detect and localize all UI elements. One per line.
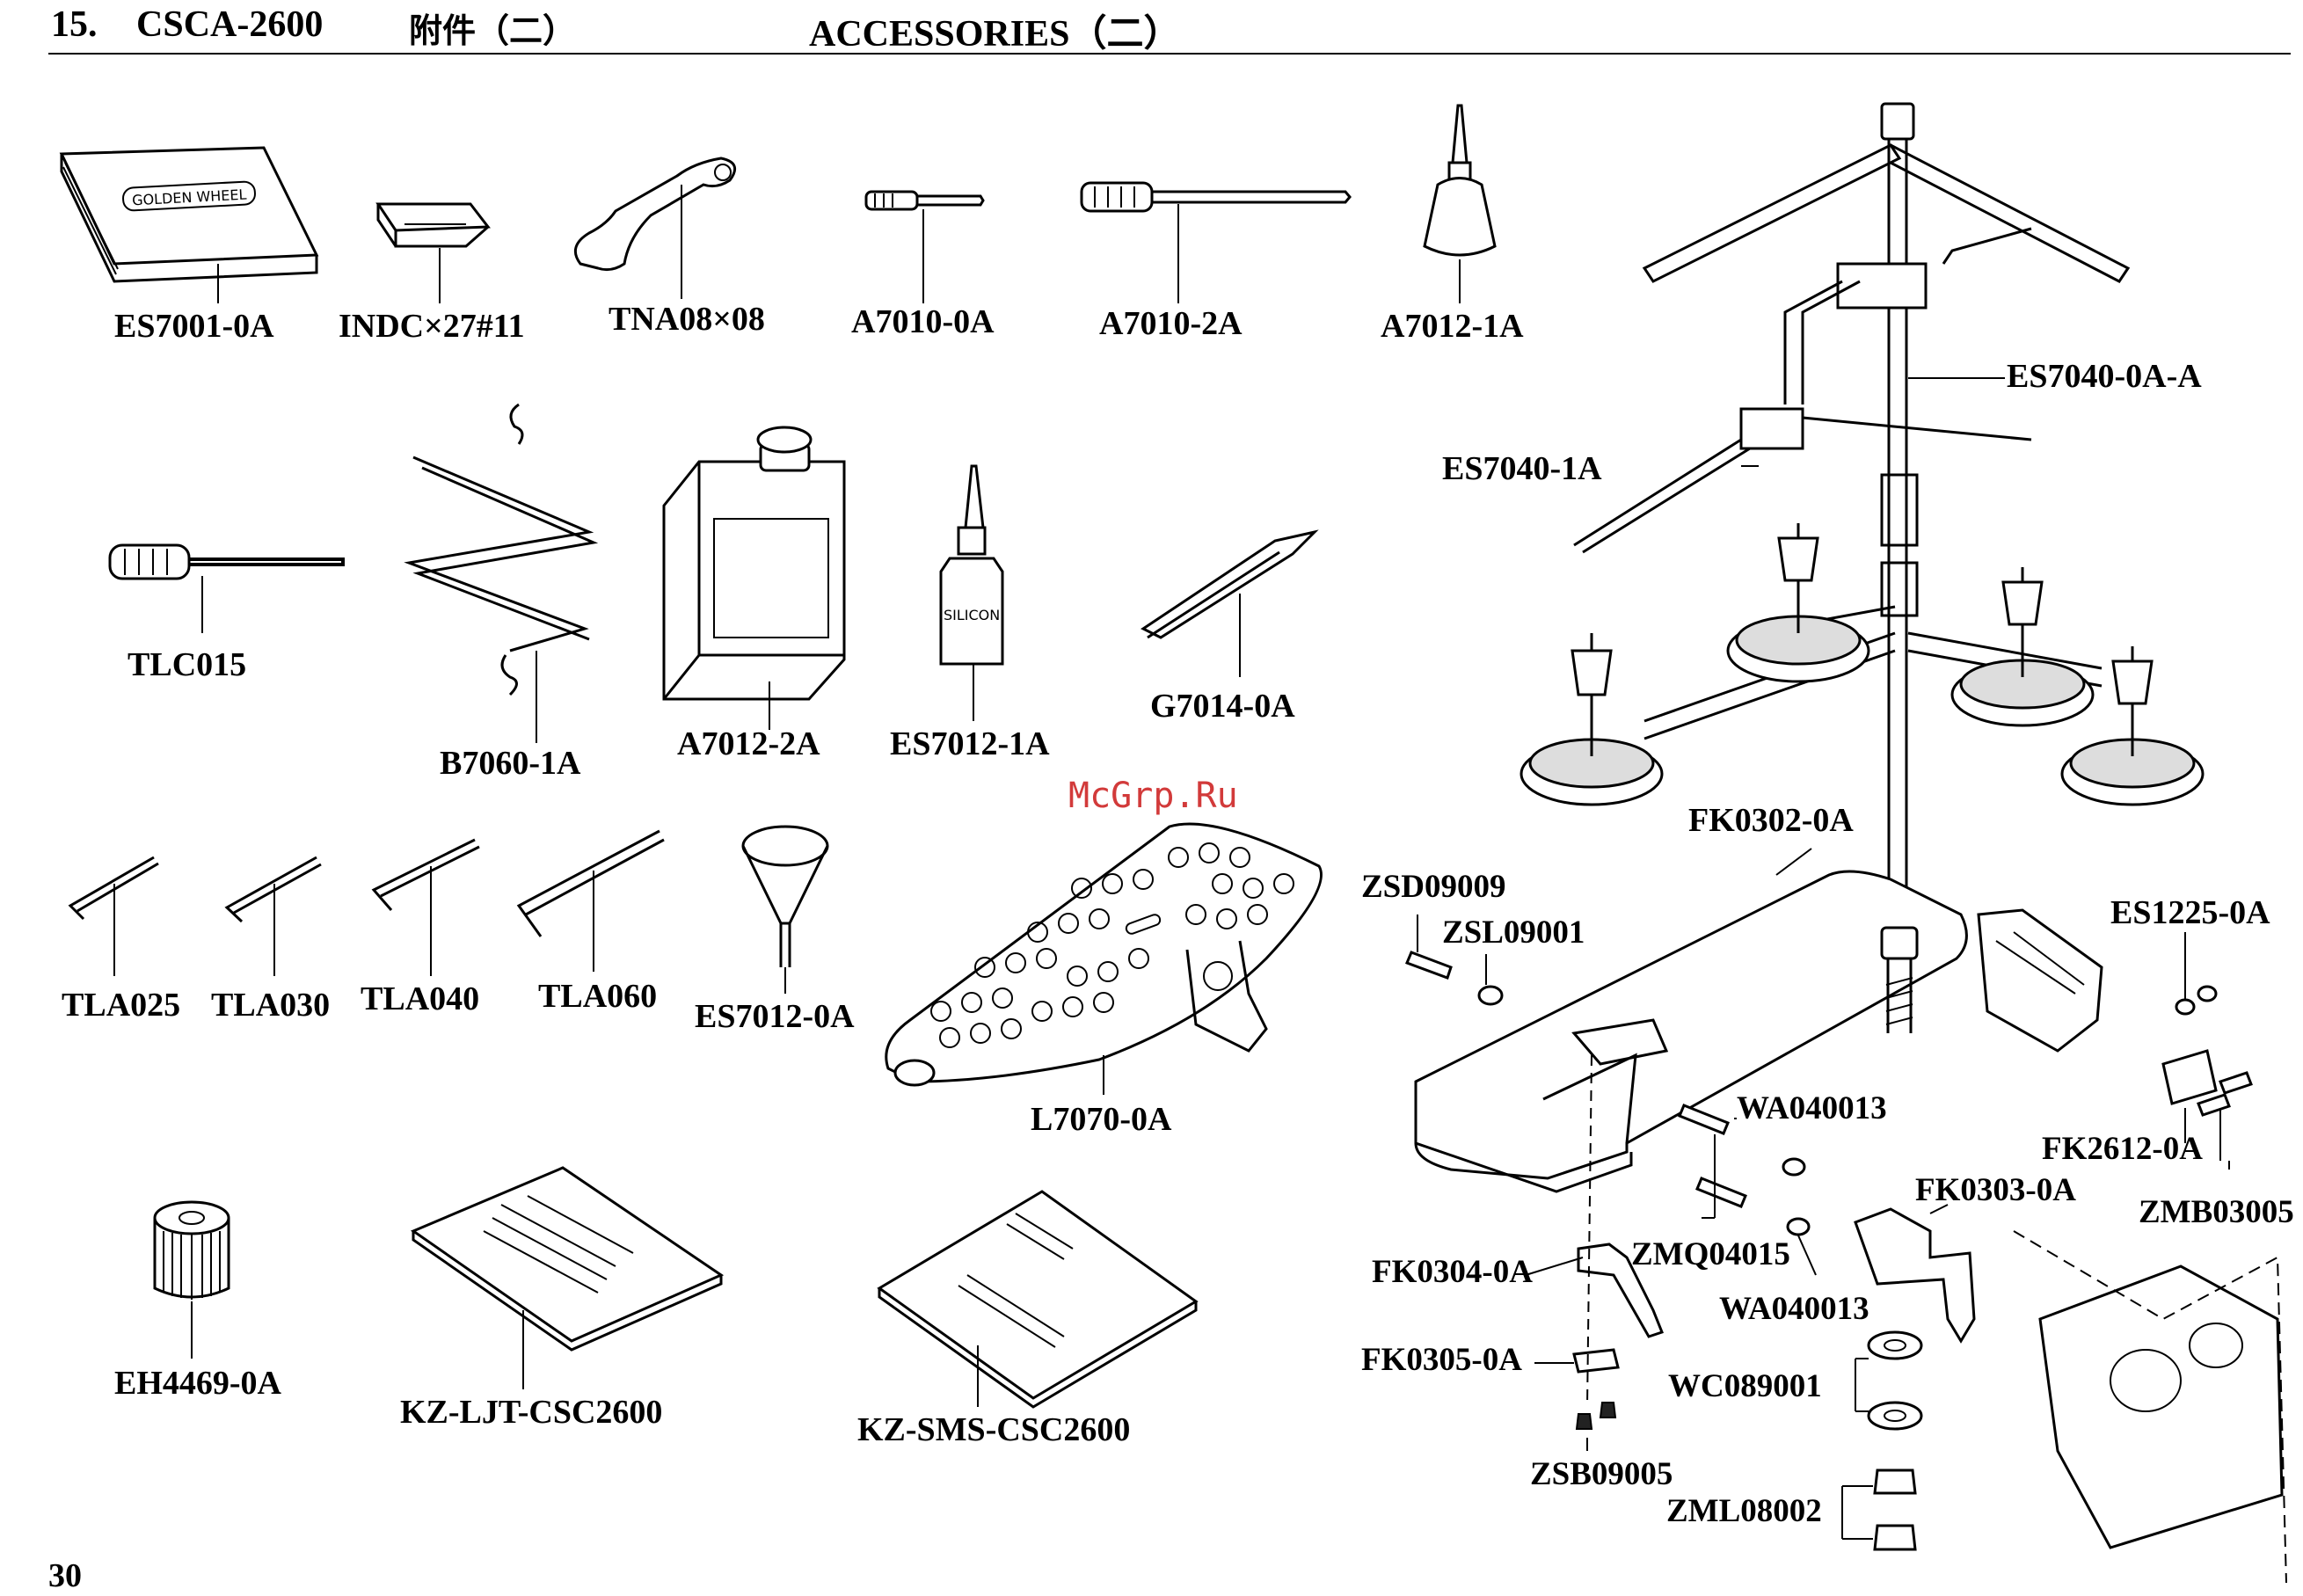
label-l7070: L7070-0A	[1031, 1101, 1172, 1138]
watermark: McGrp.Ru	[1068, 776, 1238, 816]
funnel-illustration	[741, 825, 829, 967]
manual-box-illustration: GOLDEN WHEEL	[59, 146, 319, 283]
table-plate-assembly	[1405, 870, 2287, 1584]
part-labels: ES7001-0A INDC×27#11 TNA08×08 A7010-0A A…	[62, 301, 2294, 1529]
label-fk0305: FK0305-0A	[1361, 1342, 1522, 1378]
label-a7010-0a: A7010-0A	[851, 303, 995, 340]
label-zsd09009: ZSD09009	[1361, 869, 1505, 905]
silicon-label: SILICON	[944, 607, 1000, 623]
label-zmq04015: ZMQ04015	[1631, 1236, 1790, 1272]
parts-book-illustration	[410, 1166, 725, 1352]
hex-key-060-illustration	[516, 829, 665, 937]
oiler-bottle-illustration	[1423, 104, 1497, 257]
wrench-illustration	[573, 157, 737, 272]
label-fk0304: FK0304-0A	[1372, 1254, 1533, 1290]
label-es7001: ES7001-0A	[114, 308, 274, 345]
label-wa040013-1: WA040013	[1737, 1090, 1887, 1126]
label-tla060: TLA060	[538, 978, 657, 1015]
silicon-bottle-illustration: SILICON	[939, 464, 1004, 666]
needle-case-illustration	[375, 202, 491, 248]
label-wa040013-2: WA040013	[1719, 1291, 1869, 1327]
label-eh4469: EH4469-0A	[114, 1365, 282, 1402]
label-tlc015: TLC015	[128, 646, 246, 683]
label-wc089001: WC089001	[1668, 1368, 1822, 1404]
header-rule	[48, 53, 2291, 55]
page-number: 30	[48, 1557, 82, 1594]
label-tna: TNA08×08	[609, 301, 765, 338]
foot-plate-illustration	[885, 822, 1323, 1087]
label-es1225: ES1225-0A	[2110, 894, 2270, 931]
label-b7060: B7060-1A	[440, 745, 581, 782]
filter-illustration	[153, 1200, 230, 1300]
hex-key-030-illustration	[224, 856, 322, 923]
label-tla025: TLA025	[62, 987, 180, 1024]
title-english: ACCESSORIES（二）	[809, 14, 1181, 55]
large-screwdriver-illustration	[1080, 181, 1352, 213]
label-tla040: TLA040	[361, 980, 479, 1017]
label-es7012-0a: ES7012-0A	[695, 998, 855, 1035]
label-tla030: TLA030	[211, 987, 330, 1024]
label-kz-ljt: KZ-LJT-CSC2600	[400, 1394, 662, 1431]
label-zsl09001: ZSL09001	[1442, 915, 1585, 951]
spool-holder-3	[1950, 567, 2095, 727]
spring-illustration	[404, 403, 599, 696]
title-chinese: 附件（二）	[409, 11, 577, 50]
label-fk0303: FK0303-0A	[1915, 1172, 2076, 1208]
label-zsb09005: ZSB09005	[1530, 1456, 1673, 1492]
label-indc: INDC×27#11	[339, 308, 525, 345]
label-fk0302: FK0302-0A	[1688, 802, 1854, 839]
label-zmb03005: ZMB03005	[2139, 1194, 2294, 1230]
hex-key-025-illustration	[68, 856, 159, 921]
tweezers-illustration	[1141, 529, 1319, 639]
instruction-book-illustration	[877, 1190, 1199, 1409]
spool-holder-2	[1726, 523, 1870, 683]
small-screwdriver-illustration	[864, 190, 985, 211]
thread-stand-illustration	[1520, 102, 2205, 960]
foot-plate-holes	[930, 842, 1294, 1048]
page-header: 15. CSCA-2600 附件（二） ACCESSORIES（二）	[0, 0, 2303, 56]
label-a7012-2a: A7012-2A	[677, 725, 820, 762]
spool-holder-4	[2060, 646, 2205, 806]
label-zml08002: ZML08002	[1666, 1493, 1822, 1529]
label-a7012-1a: A7012-1A	[1381, 308, 1524, 345]
label-g7014: G7014-0A	[1150, 688, 1295, 725]
label-a7010-2a: A7010-2A	[1099, 305, 1243, 342]
hex-key-040-illustration	[371, 838, 480, 911]
label-es7012-1a: ES7012-1A	[890, 725, 1050, 762]
hex-driver-illustration	[108, 543, 345, 580]
label-kz-sms: KZ-SMS-CSC2600	[857, 1411, 1130, 1448]
spool-holder-1	[1520, 633, 1664, 806]
label-fk2612: FK2612-0A	[2042, 1131, 2203, 1167]
oil-can-illustration	[662, 426, 846, 701]
section-number: 15.	[51, 4, 98, 45]
label-es7040-1a: ES7040-1A	[1442, 450, 1602, 487]
label-es7040-0a-a: ES7040-0A-A	[2007, 358, 2202, 395]
right-side-leaders	[1417, 848, 2230, 1540]
model-name: CSCA-2600	[136, 4, 324, 45]
